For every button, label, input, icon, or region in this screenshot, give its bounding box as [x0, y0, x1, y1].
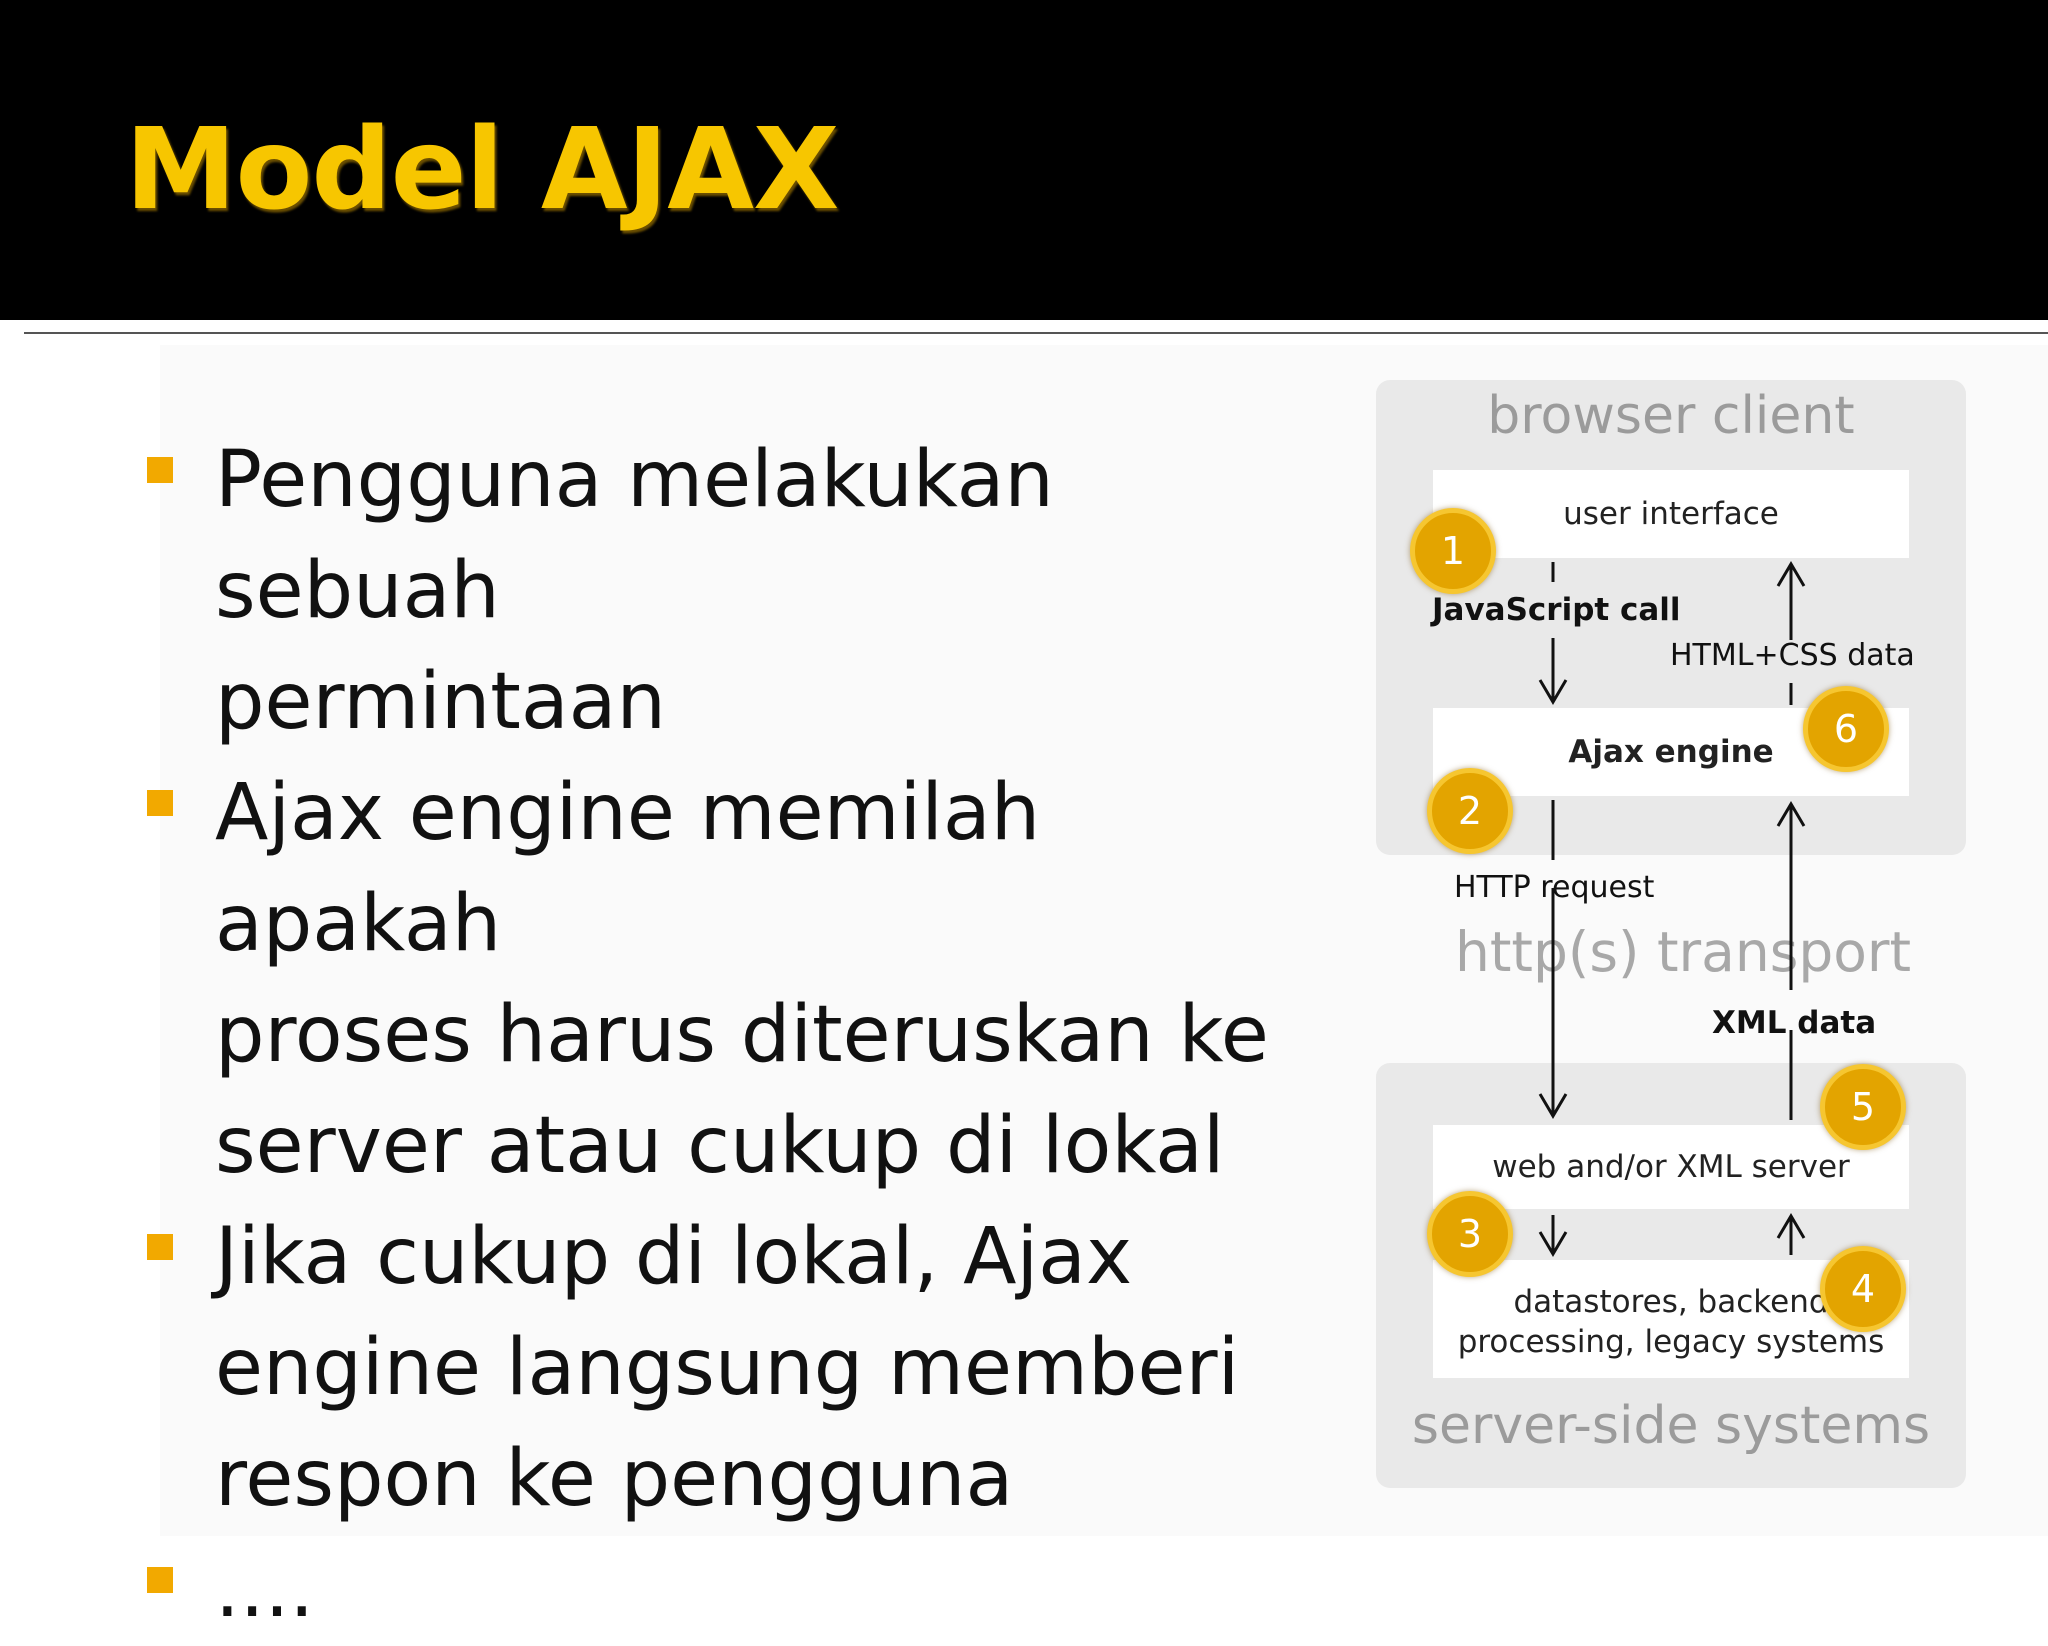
step-badge-5: 5 [1820, 1064, 1906, 1150]
datastore-down-arrowhead [1538, 1231, 1568, 1257]
xml-data-label: XML data [1712, 1005, 1877, 1041]
js-call-arrowhead [1538, 679, 1568, 705]
datastores-line-2: processing, legacy systems [1457, 1324, 1885, 1360]
bullet-text: Pengguna melakukan sebuah permintaan [215, 435, 1054, 747]
bullet-item: Pengguna melakukan sebuah permintaan [145, 425, 1325, 758]
bullet-list: Pengguna melakukan sebuah permintaan Aja… [145, 425, 1325, 1646]
html-css-arrowhead [1776, 561, 1806, 587]
bullet-item: .... [145, 1535, 1325, 1646]
javascript-call-label: JavaScript call [1432, 592, 1681, 628]
bullet-marker-icon [147, 790, 173, 816]
slide-title: Model AJAX [125, 105, 839, 235]
server-side-title: server-side systems [1411, 1396, 1931, 1456]
web-server-box: web and/or XML server [1433, 1125, 1909, 1209]
http-request-arrowhead [1538, 1093, 1568, 1119]
step-badge-6: 6 [1803, 686, 1889, 772]
transport-label: http(s) transport [1455, 920, 1912, 984]
bullet-item: Jika cukup di lokal, Ajax engine langsun… [145, 1202, 1325, 1535]
bullet-text: Ajax engine memilah apakah proses harus … [215, 768, 1269, 1191]
user-interface-box: user interface [1433, 470, 1909, 558]
step-badge-2: 2 [1427, 768, 1513, 854]
bullet-text: .... [215, 1545, 315, 1635]
step-badge-1: 1 [1410, 508, 1496, 594]
step-badge-3: 3 [1427, 1191, 1513, 1277]
bullet-marker-icon [147, 1234, 173, 1260]
flow-arrows [1538, 561, 1806, 1257]
title-bar: Model AJAX [0, 0, 2048, 320]
bullet-text: Jika cukup di lokal, Ajax engine langsun… [215, 1212, 1240, 1524]
bullet-marker-icon [147, 1567, 173, 1593]
xml-data-arrowhead [1776, 801, 1806, 827]
html-css-data-label: HTML+CSS data [1670, 638, 1915, 673]
ajax-model-diagram: browser client user interface Ajax engin… [1370, 380, 1970, 1490]
divider-line [24, 332, 2048, 334]
bullet-marker-icon [147, 457, 173, 483]
datastore-up-arrowhead [1776, 1213, 1806, 1239]
browser-client-title: browser client [1487, 386, 1855, 446]
bullet-item: Ajax engine memilah apakah proses harus … [145, 758, 1325, 1202]
http-request-label: HTTP request [1454, 870, 1655, 905]
step-badge-4: 4 [1820, 1246, 1906, 1332]
datastores-line-1: datastores, backend [1513, 1284, 1829, 1320]
